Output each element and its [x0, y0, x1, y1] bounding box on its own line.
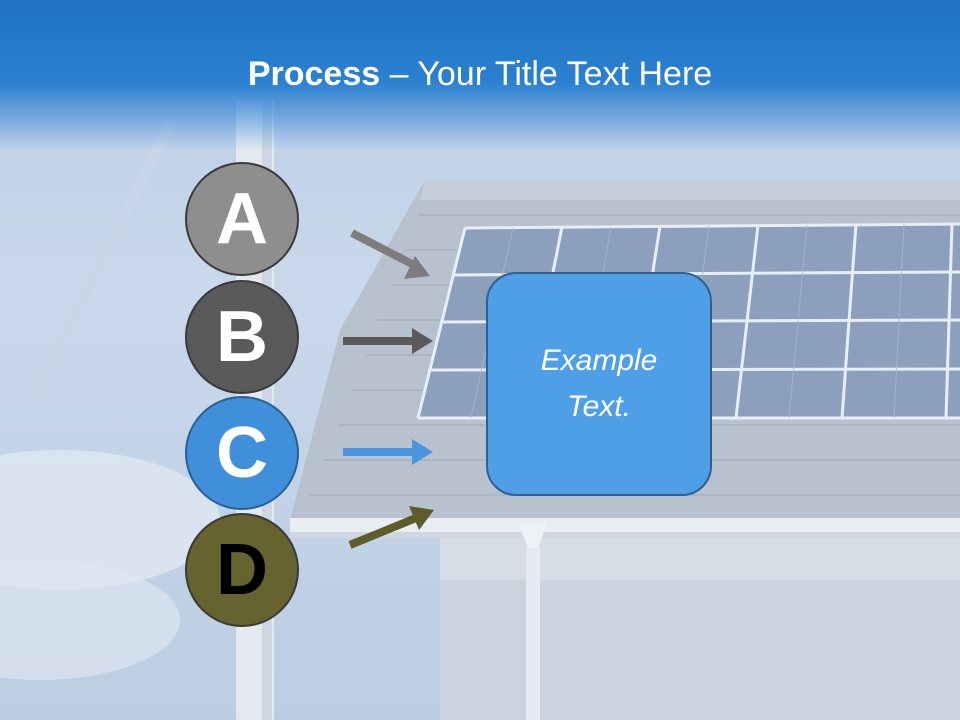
slide-title: Process – Your Title Text Here [0, 52, 960, 96]
step-d-circle: D [185, 513, 299, 627]
step-a-circle: A [185, 162, 299, 276]
arrow-c-icon [343, 439, 433, 465]
arrow-d-icon [348, 506, 434, 549]
arrow-a-icon [350, 229, 430, 279]
arrow-b-icon [343, 328, 433, 354]
title-bold: Process [247, 55, 381, 93]
title-rest: – Your Title Text Here [380, 55, 713, 93]
step-b-circle: B [185, 280, 299, 394]
step-c-circle: C [185, 396, 299, 510]
title-bar [0, 0, 960, 150]
example-text-box: Example Text. [486, 272, 712, 496]
example-text: Example Text. [540, 344, 658, 423]
